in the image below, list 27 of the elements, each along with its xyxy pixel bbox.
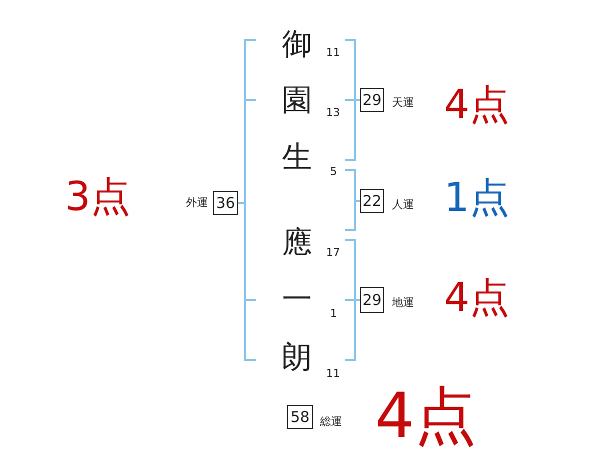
number-box: 58	[287, 405, 313, 429]
box-caption: 地運	[392, 297, 414, 308]
stroke-count: 13	[326, 107, 340, 118]
box-caption: 人運	[392, 199, 414, 210]
name-character: 應	[282, 228, 312, 258]
score-label: 4点	[444, 278, 510, 318]
box-caption: 総運	[320, 416, 342, 427]
stroke-count: 11	[326, 47, 340, 58]
box-caption: 天運	[392, 97, 414, 108]
stroke-count: 17	[326, 247, 340, 258]
number-box: 29	[360, 88, 384, 112]
score-label: 4点	[444, 85, 510, 125]
score-label: 1点	[444, 178, 510, 218]
score-label: 4点	[375, 385, 476, 447]
stroke-count: 5	[330, 166, 337, 177]
name-character: 生	[282, 143, 312, 173]
box-caption: 外運	[186, 197, 208, 208]
name-character: 朗	[282, 343, 312, 373]
name-character: 園	[282, 86, 312, 116]
stroke-count: 11	[326, 368, 340, 379]
number-box: 29	[360, 287, 384, 313]
stroke-count: 1	[330, 308, 337, 319]
name-character: 一	[282, 285, 312, 315]
number-box: 22	[360, 189, 384, 213]
name-character: 御	[282, 30, 312, 60]
score-label: 3点	[65, 177, 130, 217]
number-box: 36	[213, 191, 238, 215]
